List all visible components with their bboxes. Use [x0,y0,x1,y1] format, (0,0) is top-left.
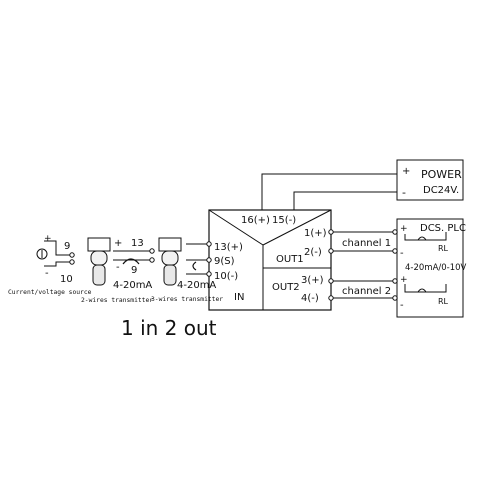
plc-title: DCS. PLC [420,223,466,234]
plc-plus-2: + [400,275,408,285]
diagram-caption: 1 in 2 out [121,316,217,340]
plc-minus-1: - [400,248,404,259]
isolator-module: 16(+) 15(-) 13(+) 9(S) 10(-) IN OUT1 OUT… [208,209,332,311]
two-wire-caption: 2-wires transmitter [81,297,153,304]
input-terminals [69,241,212,277]
load-resistor-1-coil [417,236,427,241]
power-plus: + [402,166,410,177]
terminal-3-plus: 3(+) [301,275,324,286]
two-wire-body [90,250,108,266]
three-wire-base [163,264,177,286]
output-terminals [328,229,398,301]
plc-minus-2: - [400,300,404,311]
input-label: IN [234,292,244,303]
two-wire-minus: - [116,262,120,273]
terminal-16-plus: 16(+) [241,215,270,226]
source-terminal-10: 10 [60,274,73,285]
current-voltage-source: + - 9 10 Current/voltage source [8,234,92,296]
terminal-13-plus: 13(+) [214,242,243,253]
two-wire-current: 4-20mA [113,280,152,291]
plc-signal-range: 4-20mA/0-10V [405,263,467,273]
plc-plus-1: + [400,224,408,234]
three-wire-body [161,250,179,266]
power-minus: - [402,186,406,199]
source-plus: + [44,234,52,244]
two-wire-base [92,264,106,286]
two-wire-plus: + [114,238,122,249]
plc-box [396,218,464,318]
terminal-10-minus: 10(-) [214,271,238,282]
three-wire-head [158,237,182,252]
terminal-4-minus: 4(-) [301,293,319,304]
three-wire-caption: 3-wires transmitter [151,296,223,303]
rl-2: RL [438,297,449,306]
channel-2-label: channel 2 [342,286,391,297]
isolator-divider-right [262,209,332,246]
power-box [396,159,464,201]
power-voltage: DC24V. [423,185,459,196]
two-wire-head [87,237,111,252]
input-wires [44,240,209,275]
current-arrow-2wire [122,258,140,265]
load-resistor-2-coil [417,288,427,293]
power-wires [261,173,397,210]
three-wire-transmitter: 4-20mA 3-wires transmitter [151,237,223,303]
output-wires [331,231,395,299]
two-wire-terminal-9: 9 [131,265,137,276]
rl-1: RL [438,244,449,253]
dcs-plc: DCS. PLC + - + - 4-20mA/0-10V RL RL [396,218,467,318]
power-title: POWER [421,168,462,181]
two-wire-terminal-13: 13 [131,238,144,249]
source-symbol [36,248,48,260]
source-minus: - [45,268,49,279]
source-caption: Current/voltage source [8,289,92,296]
out2-label: OUT2 [272,282,300,293]
source-terminal-9: 9 [64,241,70,252]
terminal-15-minus: 15(-) [272,215,296,226]
terminal-2-minus: 2(-) [304,247,322,258]
current-arrow-3wire [192,261,197,271]
channel-1-label: channel 1 [342,238,391,249]
out1-label: OUT1 [276,254,304,265]
two-wire-transmitter: + 13 - 9 4-20mA 2-wires transmitter [81,237,153,304]
terminal-1-plus: 1(+) [304,228,327,239]
three-wire-current: 4-20mA [177,280,216,291]
power-supply: + - POWER DC24V. [396,159,464,201]
terminal-9-s: 9(S) [214,256,235,267]
